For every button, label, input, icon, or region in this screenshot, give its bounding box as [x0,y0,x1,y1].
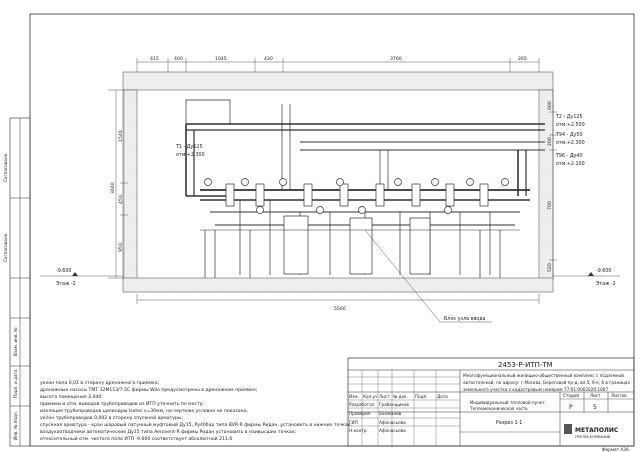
sheet-number: 5 [593,404,597,411]
company-name: МЕТАПОЛИС [575,427,619,434]
dim-top-4: 430 [264,56,273,62]
side-stamp-strip: Согласовано Согласовано Взам. инв. № Под… [3,117,31,447]
title-block: 2453-Р-ИТП-ТМ Многофункциональный жилищн… [347,357,635,447]
note-3: высота помещения 3.040; [40,394,103,400]
pipe-label-t1-elev: отм.+2.300 [176,152,205,158]
top-dimensions: 415 400 1045 430 3760 265 [136,56,540,72]
role-chief-engineer: ГИП [349,420,358,425]
name-chief-engineer: Афанасьева [379,420,406,425]
name-checker: Болжанов [379,411,402,416]
pipe-label-t1: Т1 - Ду125 [175,144,203,150]
sheet-format: Формат А3А [602,447,629,452]
role-norm-control: Н.контр. [349,428,368,433]
dim-right-4: 520 [547,263,553,272]
col-change: Изм. [349,394,359,399]
bottom-dimension: 5560 [136,294,540,312]
object-line-1: Индивидуальный тепловой пункт. [470,400,546,405]
notes-block: уклон пола 0,01 в сторону дренажного при… [40,380,352,442]
dim-top-3: 1045 [215,56,227,62]
level-marks: -9,600 Этаж -2 -9,600 Этаж -2 [40,268,620,287]
pipe-labels: Т1 - Ду125 отм.+2.300 Т2 - Ду125 отм.+2.… [175,114,585,167]
right-dimensions: 600 200 700 520 [547,90,557,278]
drawing-code: 2453-Р-ИТП-ТМ [498,361,553,369]
level-right-value: -9,600 [596,268,611,274]
note-1: уклон пола 0,01 в сторону дренажного при… [40,380,160,386]
note-9: относительный отм. чистого пола ИТП -9.6… [40,435,232,442]
project-line-2: автостоянкой, по адресу: г.Москва, Берег… [463,380,630,385]
callout-inlet-block: Блок узла ввода [440,316,492,323]
note-7: спускная арматура - кран шаровый латунны… [40,421,352,428]
stage-value: Р [569,404,573,411]
side-stamp-agreed-1: Согласовано [3,153,8,182]
dim-right-3: 700 [547,201,553,210]
col-sign: Подп. [415,394,428,399]
dim-top-2: 400 [174,56,183,62]
name-developer: Грабенщиков [379,402,409,407]
note-6: уклон трубопроводов 0,002 в сторону спус… [40,414,184,421]
note-8: воздухоотводчики автоматические Ду15 тип… [40,429,297,435]
floor-slab [122,277,554,293]
col-date: Дата [437,394,448,399]
dim-left-upper: 1540 [118,130,124,142]
dim-top-6: 265 [518,56,527,62]
dim-bottom-total: 5560 [334,306,346,312]
sheet-title: Разрез 1-1 [496,420,522,426]
dim-right-2: 200 [547,137,553,146]
left-wall [122,89,138,281]
stage-header: Стадия [563,393,580,398]
ceiling-slab [122,71,554,91]
company-logo-icon [564,424,572,434]
role-checker: Проверил [349,411,371,416]
callout-text: Блок узла ввода [444,316,486,322]
sheets-header: Листов [611,393,627,398]
dim-left-lower: 950 [118,243,124,252]
dim-right-1: 600 [547,101,553,110]
role-developer: Разработал [349,402,375,407]
stamp-cell-signature: Подп. и дата [13,369,18,398]
col-sheet: Лист [379,394,390,399]
dim-top-5: 3760 [390,56,402,62]
side-stamp-agreed-2: Согласовано [3,233,8,262]
level-left-value: -9,600 [56,268,71,274]
col-doc: № док. [393,394,408,399]
stamp-cell-replacement: Взам. инв. № [13,327,18,356]
pipe-label-t96: Т96 - Ду40 [555,153,583,159]
object-line-2: Тепломеханическая часть [469,406,528,411]
name-norm-control: Афанасьева [379,428,406,433]
pipe-label-t94-elev: отм.+2.300 [556,140,585,146]
pipe-label-t96-elev: отм.+2.100 [556,161,585,167]
dim-left-middle: 450 [118,195,124,204]
dim-left-height: 3040 [110,182,116,194]
company-subtitle: ГРУППА КОМПАНИЙ [575,434,611,439]
right-wall [538,89,554,281]
pipe-label-t2-elev: отм.+2.500 [556,122,585,128]
level-left-floor: Этаж -2 [56,281,76,287]
project-line-3: земельного участка с кадастровым номером… [463,387,608,392]
dim-top-1: 415 [150,56,159,62]
piping-assembly [185,99,545,323]
col-count: Кол.уч [363,394,378,399]
note-4: приемки и отм. выводов трубопроводов из … [40,401,204,407]
room-section [122,71,554,293]
pipe-label-t2: Т2 - Ду125 [555,114,583,120]
note-2: дренажные насосы ТМТ 32М113/7.5С фирмы W… [40,387,258,393]
note-5: изоляция трубопроводов цилиндры Isotec s… [40,408,248,414]
project-line-1: Многофункциональный жилищно-общественный… [463,373,624,378]
stamp-cell-inventory: Инв. № подл. [13,411,18,440]
sheet-header: Лист [590,393,601,398]
left-dimensions: 3040 1540 450 950 [108,89,128,279]
level-right-floor: Этаж -2 [596,281,616,287]
pipe-label-t94: Т94 - Ду50 [555,132,583,138]
